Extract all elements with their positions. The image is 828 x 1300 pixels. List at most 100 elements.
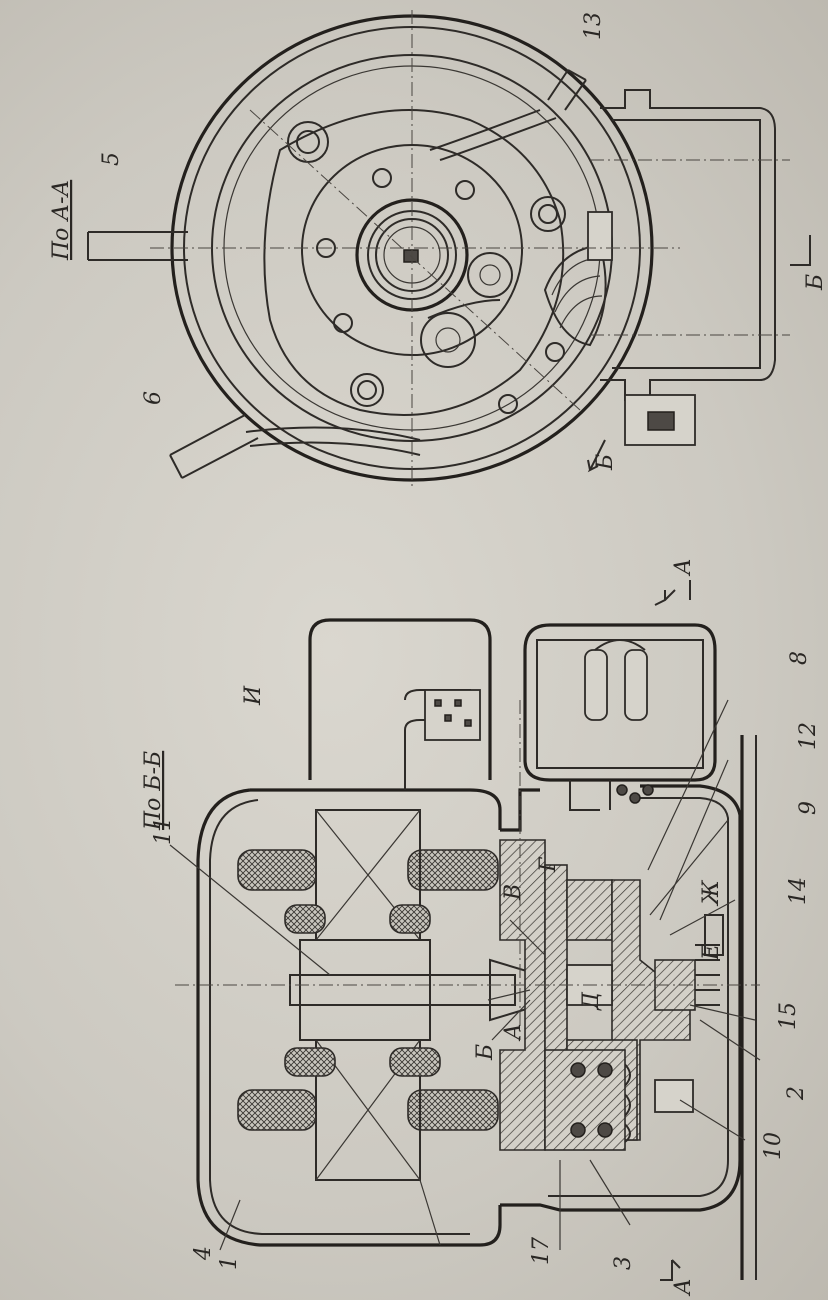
- relay-box-inner: [536, 639, 704, 769]
- shell-inner-right: [548, 797, 729, 1197]
- tube-13-inner: [429, 109, 557, 161]
- eccentric-small-pin: [479, 264, 501, 286]
- rotor-bar-top-right: [389, 904, 431, 934]
- rotor-bar-bottom-right: [389, 1047, 441, 1077]
- bolt-hole: [357, 380, 377, 400]
- tube-13: [547, 69, 587, 111]
- terminal-pins: [647, 411, 675, 431]
- rotor-bar-bottom-left: [284, 1047, 336, 1077]
- bolt-head: [350, 373, 384, 407]
- screw: [372, 168, 392, 188]
- section-arrow-b-left: [587, 439, 606, 473]
- part-number-17: 17: [529, 1237, 554, 1265]
- winding-top-left: [237, 849, 317, 891]
- terminal-box-side: [600, 89, 776, 401]
- mounting-foot: [654, 1079, 694, 1113]
- start-relay-housing: [308, 618, 492, 780]
- valve-plate-hatched: [566, 879, 613, 941]
- bearing-ball: [597, 1122, 613, 1138]
- relay-coil: [616, 784, 628, 796]
- rotor-core: [299, 939, 431, 1041]
- eccentric-large: [420, 312, 476, 368]
- screw: [455, 180, 475, 200]
- shell-inner-left: [209, 799, 470, 1235]
- spring-10: [618, 1059, 631, 1146]
- cylinder-block-plate: [263, 109, 565, 416]
- section-mark-b-left: Б: [593, 454, 618, 471]
- bolt-hole: [296, 130, 320, 154]
- letter-label-v: В: [501, 884, 526, 901]
- terminal-box-inner: [612, 119, 761, 369]
- part-number-14: 14: [786, 877, 811, 905]
- bolt-head: [530, 196, 566, 232]
- screw: [545, 342, 565, 362]
- shell-outer-right: [500, 784, 742, 1212]
- connecting-link: [427, 299, 501, 319]
- bearing-ball: [570, 1062, 586, 1078]
- relay-box: [523, 623, 717, 782]
- valve-plate-arc: [543, 243, 607, 347]
- part-number-13: 13: [581, 12, 606, 40]
- part-number-6: 6: [141, 391, 166, 405]
- shaft-ring: [375, 218, 449, 292]
- section-mark-a-bottom: А: [671, 1278, 696, 1297]
- relay-coil: [642, 784, 654, 796]
- section-mark-a-top: А: [671, 558, 696, 577]
- mount-stud: [704, 914, 724, 956]
- letter-label-b: Б: [473, 1044, 498, 1061]
- centerline-diagonal: [249, 109, 581, 411]
- shell-outer-left: [196, 788, 502, 1247]
- section-arrow-b-right: [790, 235, 811, 266]
- part-number-5: 5: [99, 152, 124, 166]
- eccentric-large-pin: [435, 327, 461, 353]
- screw: [316, 238, 336, 258]
- relay-coil: [629, 792, 641, 804]
- bolt-hole: [538, 204, 558, 224]
- relay-stem: [569, 780, 611, 811]
- letter-label-g: Г: [536, 856, 561, 873]
- section-arrow-a-top: [654, 589, 676, 606]
- relay-contact-left: [584, 649, 608, 721]
- part-number-11: 11: [151, 817, 176, 845]
- letter-label-zh: Ж: [699, 879, 724, 907]
- section-aa-title: По А-А: [49, 180, 74, 261]
- part-number-2: 2: [784, 1086, 809, 1101]
- part-number-4: 4: [191, 1246, 216, 1261]
- winding-bottom-right: [407, 1089, 499, 1131]
- letter-label-a: А: [501, 1023, 526, 1042]
- section-aa-view: [87, 10, 811, 490]
- part-number-3: 3: [611, 1256, 636, 1270]
- letter-label-e: Е: [699, 944, 724, 961]
- bolt-head: [287, 121, 329, 163]
- rotor-bar-top-left: [284, 904, 326, 934]
- shaft: [289, 974, 516, 1006]
- terminal-plug: [624, 394, 696, 446]
- plug-pins: [434, 699, 472, 727]
- eccentric-small: [467, 252, 513, 298]
- plug-connector: [424, 689, 481, 741]
- part-number-1: 1: [217, 1256, 242, 1270]
- bearing-ball: [570, 1122, 586, 1138]
- section-bb-view: [169, 580, 761, 1281]
- screw: [333, 313, 353, 333]
- part-number-9: 9: [796, 801, 821, 815]
- winding-top-right: [407, 849, 499, 891]
- labels: По А-А По Б-Б А А Б Б 1 2 3 4 5 6 8 9 10…: [49, 12, 828, 1297]
- part-number-8: 8: [787, 651, 812, 665]
- valve-block: [587, 211, 613, 261]
- section-bb-title: По Б-Б: [141, 751, 166, 831]
- section-mark-b-right: Б: [803, 274, 828, 291]
- spring-coils: [695, 944, 720, 1006]
- bearing-housing: [544, 1049, 626, 1151]
- section-arrow-a-bottom: [660, 1259, 681, 1281]
- part-number-15: 15: [776, 1002, 801, 1030]
- screw: [498, 394, 518, 414]
- leader-lines: [169, 699, 761, 1251]
- part-number-12: 12: [796, 722, 821, 750]
- tube-6-inner: [245, 426, 421, 456]
- relay-bridge: [594, 639, 646, 651]
- winding-bottom-left: [237, 1089, 317, 1131]
- tube-6: [169, 414, 259, 479]
